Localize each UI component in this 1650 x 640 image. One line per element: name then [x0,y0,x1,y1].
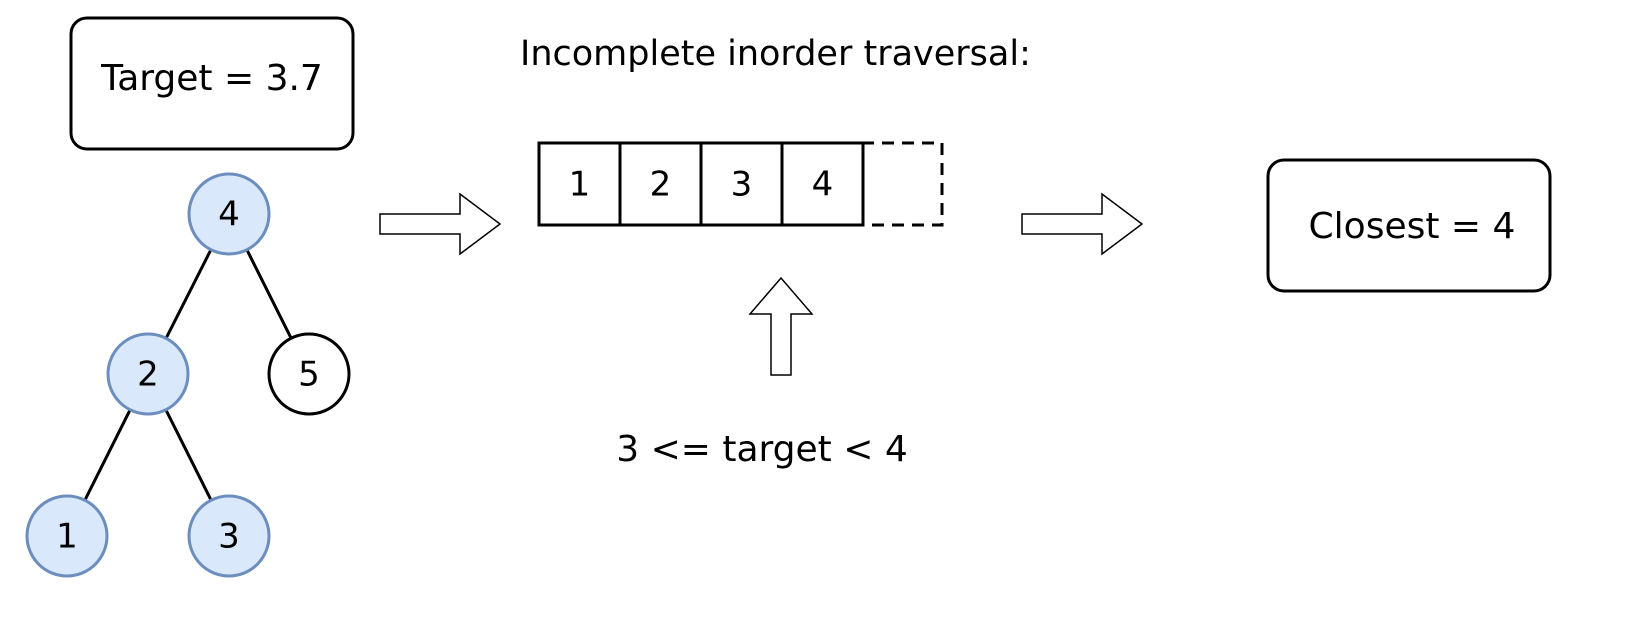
array-cell-value: 1 [569,165,591,205]
traversal-title: Incomplete inorder traversal: [520,34,1031,74]
array-cell: 1 [537,141,622,227]
target-box-border [69,16,355,151]
tree-node-circle [25,494,109,578]
tree-node-label: 3 [218,517,240,557]
tree-edge [164,249,213,339]
result-box-border [1266,158,1552,293]
array-cell: 4 [780,141,865,227]
tree-node-label: 4 [218,195,240,235]
target-label: Target = 3.7 [100,58,323,99]
tree-node: 1 [25,494,109,578]
result-label: Closest = 4 [1309,206,1516,247]
array-empty-slot [862,141,944,227]
array-cell-value: 2 [650,165,672,205]
tree-node-label: 1 [56,517,78,557]
array-cell-border [699,141,784,227]
tree-node-circle [267,332,351,416]
tree-node-circle [106,332,190,416]
array-cell: 3 [699,141,784,227]
array-cell-border [537,141,622,227]
tree-edge [83,409,132,501]
tree-node: 4 [187,172,271,256]
array-cell-value: 3 [731,165,753,205]
array-cell-border [780,141,865,227]
tree-edges [83,249,293,501]
tree-node-label: 5 [298,355,320,395]
array-cell-border [618,141,703,227]
array-cell-value: 4 [812,165,834,205]
up-arrow-icon [748,276,814,376]
right-arrow-icon [1021,192,1144,256]
tree-edge [245,249,293,339]
tree-node: 3 [187,494,271,578]
array-cell: 2 [618,141,703,227]
tree-nodes: 4 2 5 1 3 [25,172,351,578]
tree-edge [164,409,213,501]
condition-label: 3 <= target < 4 [616,429,908,470]
target-box: Target = 3.7 [69,16,355,151]
right-arrow-icon [379,192,502,256]
traversal-array: 1 2 3 4 [537,141,865,227]
tree-node: 5 [267,332,351,416]
tree-node-label: 2 [137,355,159,395]
tree-node-circle [187,172,271,256]
tree-node: 2 [106,332,190,416]
result-box: Closest = 4 [1266,158,1552,293]
tree-node-circle [187,494,271,578]
